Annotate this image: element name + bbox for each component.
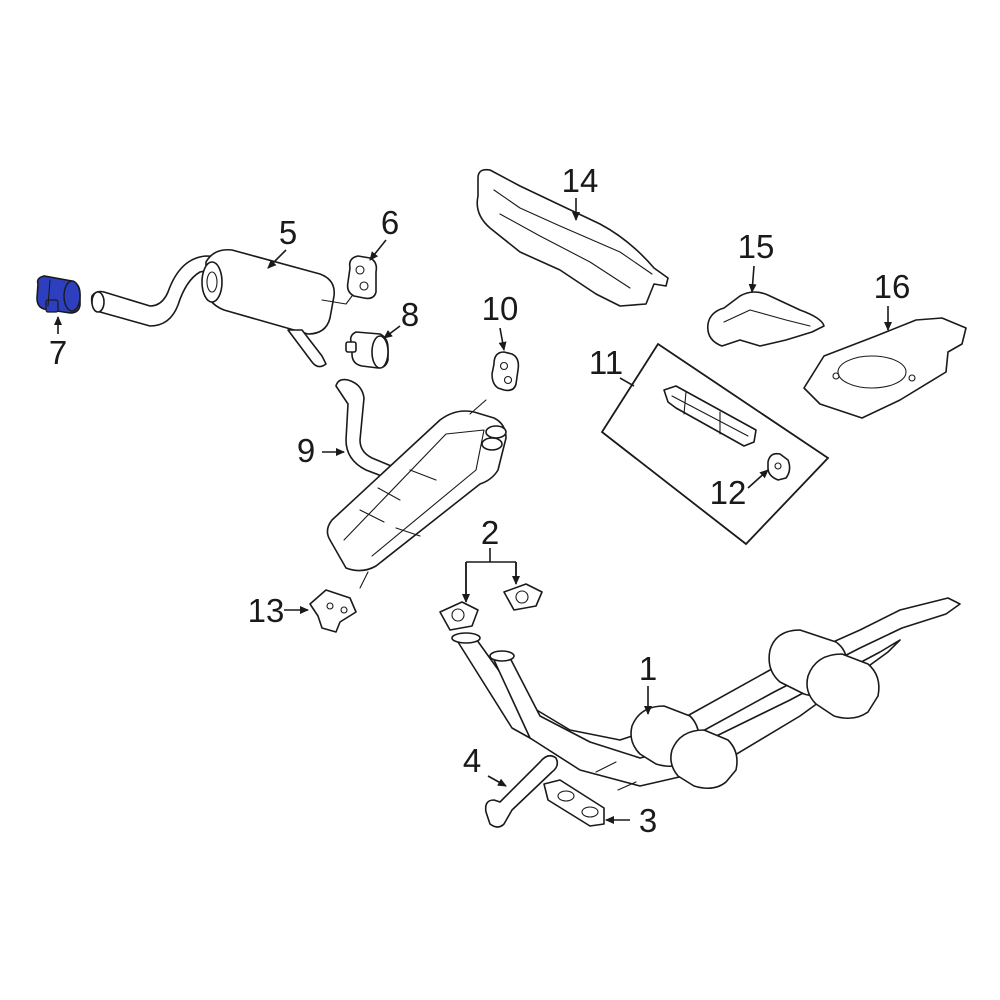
part-9-center-muffler[interactable] [326, 378, 507, 589]
callout-7: 7 [49, 334, 67, 371]
part-11-bracket[interactable] [663, 385, 757, 447]
part-2-gaskets[interactable] [439, 583, 543, 631]
part-7-clamp[interactable] [36, 275, 81, 314]
callout-9: 9 [297, 432, 315, 469]
leader-lines [54, 198, 892, 824]
callout-13: 13 [248, 592, 285, 629]
part-12-hanger[interactable] [767, 452, 791, 481]
callout-16: 16 [874, 268, 911, 305]
callout-11: 11 [589, 344, 623, 381]
part-15-heat-shield[interactable] [706, 291, 825, 347]
part-6-hanger[interactable] [346, 255, 378, 300]
callout-1: 1 [639, 650, 657, 687]
callout-labels: 1 2 3 4 5 6 7 8 9 10 11 12 13 14 15 16 [49, 162, 911, 839]
part-14-heat-shield[interactable] [476, 168, 669, 307]
callout-8: 8 [401, 296, 419, 333]
part-1-front-pipe[interactable] [451, 597, 961, 791]
part-13-bracket[interactable] [309, 589, 357, 633]
part-8-clamp[interactable] [345, 331, 389, 369]
part-10-hanger[interactable] [491, 351, 520, 392]
part-11-box [600, 342, 830, 546]
callout-14: 14 [562, 162, 599, 199]
callout-12: 12 [710, 474, 747, 511]
callout-4: 4 [463, 742, 481, 779]
part-4-sensor[interactable] [484, 754, 559, 828]
callout-3: 3 [639, 802, 657, 839]
callout-5: 5 [279, 214, 297, 251]
callout-6: 6 [381, 204, 399, 241]
callout-10: 10 [482, 290, 519, 327]
part-16-underbody-shield[interactable] [803, 317, 967, 419]
part-5-rear-muffler[interactable] [90, 248, 353, 368]
part-3-gasket[interactable] [543, 779, 605, 827]
callout-2: 2 [481, 514, 499, 551]
callout-15: 15 [738, 228, 775, 265]
